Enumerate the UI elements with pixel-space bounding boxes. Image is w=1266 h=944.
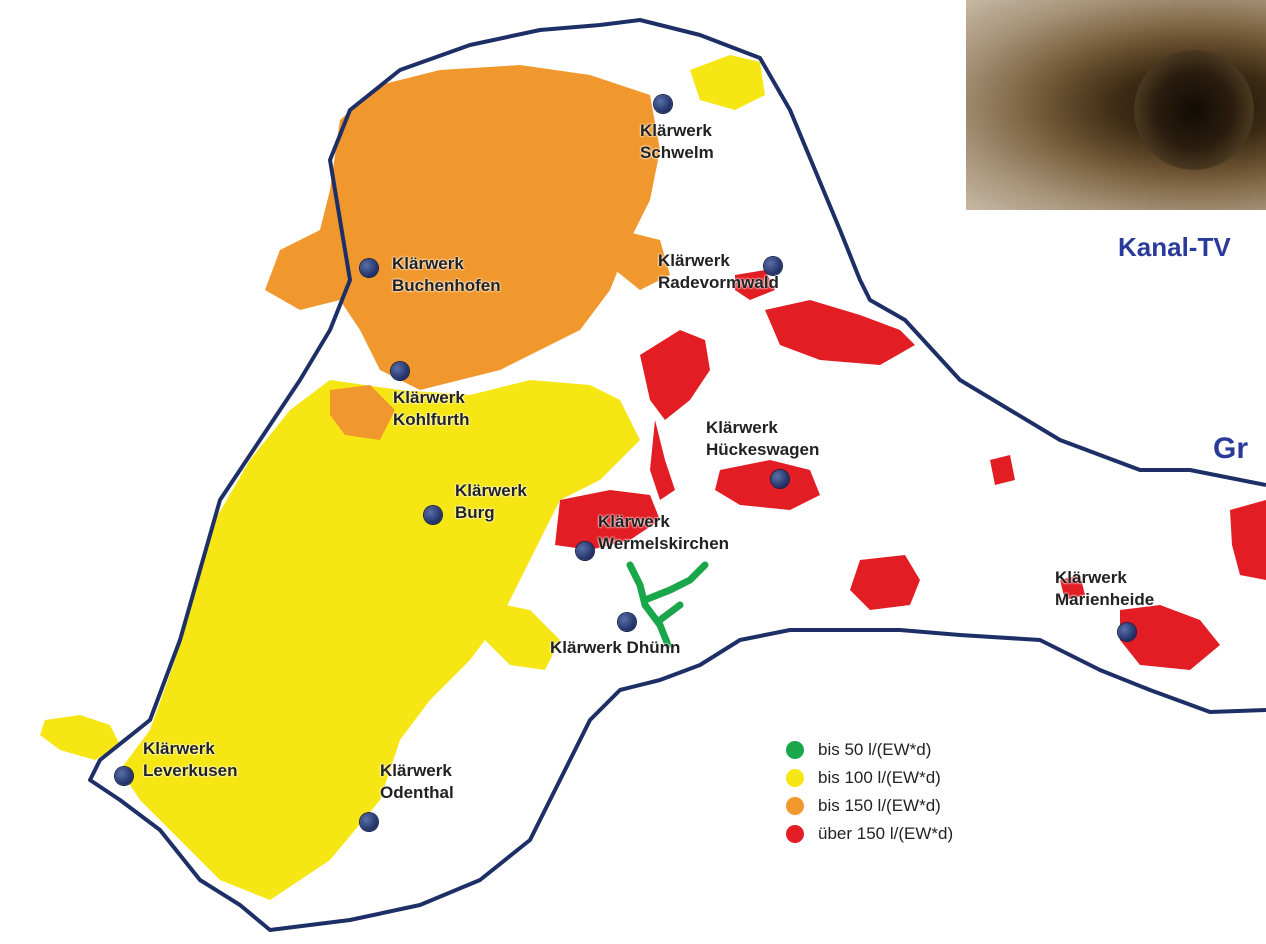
legend-item: bis 100 l/(EW*d) xyxy=(786,764,953,792)
plant-label-kohlfurth: Klärwerk Kohlfurth xyxy=(393,387,469,431)
plant-label-line: Klärwerk xyxy=(598,512,670,531)
legend-swatch-yellow xyxy=(786,769,804,787)
zone-bis-150 xyxy=(265,65,670,440)
plant-label-wermelskirchen: Klärwerk Wermelskirchen xyxy=(598,511,729,555)
legend-label: bis 50 l/(EW*d) xyxy=(818,740,932,759)
plant-label-dhuenn: Klärwerk Dhünn xyxy=(550,637,680,659)
plant-label-line: Buchenhofen xyxy=(392,276,501,295)
plant-marker-leverkusen[interactable] xyxy=(115,767,133,785)
side-heading: Gr xyxy=(1213,432,1249,465)
catchment-boundary xyxy=(88,18,1266,932)
plant-label-line: Radevormwald xyxy=(658,273,779,292)
legend-label: über 150 l/(EW*d) xyxy=(818,824,954,843)
plant-label-line: Klärwerk xyxy=(1055,568,1127,587)
plant-label-line: Klärwerk xyxy=(392,254,464,273)
plant-label-radevormwald: Klärwerk Radevormwald xyxy=(658,250,779,294)
plant-label-line: Odenthal xyxy=(380,783,454,802)
plant-label-line: Klärwerk xyxy=(640,121,712,140)
legend-swatch-red xyxy=(786,825,804,843)
plant-label-hueckeswagen: Klärwerk Hückeswagen xyxy=(706,417,819,461)
legend-item: bis 150 l/(EW*d) xyxy=(786,792,953,820)
plant-marker-burg[interactable] xyxy=(424,506,442,524)
plant-label-line: Klärwerk xyxy=(143,739,215,758)
plant-marker-dhuenn[interactable] xyxy=(618,613,636,631)
legend-item: bis 50 l/(EW*d) xyxy=(786,736,953,764)
plant-marker-schwelm[interactable] xyxy=(654,95,672,113)
plant-label-line: Marienheide xyxy=(1055,590,1155,609)
plant-label-line: Wermelskirchen xyxy=(598,534,730,553)
plant-label-line: Schwelm xyxy=(640,143,714,162)
legend-swatch-orange xyxy=(786,797,804,815)
plant-marker-wermelskirchen[interactable] xyxy=(576,542,594,560)
map-legend: bis 50 l/(EW*d) bis 100 l/(EW*d) bis 150… xyxy=(786,736,953,848)
legend-item: über 150 l/(EW*d) xyxy=(786,820,953,848)
plant-marker-hueckeswagen[interactable] xyxy=(771,470,789,488)
plant-label-line: Burg xyxy=(455,503,495,522)
plant-label-line: Klärwerk Dhünn xyxy=(550,638,681,657)
plant-marker-odenthal[interactable] xyxy=(360,813,378,831)
zone-ueber-150 xyxy=(555,270,1266,670)
sewer-pipe-photo xyxy=(966,0,1266,210)
plant-label-line: Leverkusen xyxy=(143,761,238,780)
plant-label-line: Klärwerk xyxy=(380,761,452,780)
legend-label: bis 100 l/(EW*d) xyxy=(818,768,941,787)
plant-marker-radevormwald[interactable] xyxy=(764,257,782,275)
plant-label-line: Klärwerk xyxy=(706,418,778,437)
plant-marker-kohlfurth[interactable] xyxy=(391,362,409,380)
zone-bis-50 xyxy=(626,561,709,649)
zone-bis-100 xyxy=(40,55,765,900)
plant-label-odenthal: Klärwerk Odenthal xyxy=(380,760,454,804)
photo-caption: Kanal-TV xyxy=(1118,232,1231,262)
plant-label-line: Klärwerk xyxy=(658,251,730,270)
plant-label-line: Hückeswagen xyxy=(706,440,820,459)
plant-label-buchenhofen: Klärwerk Buchenhofen xyxy=(392,253,501,297)
plant-label-leverkusen: Klärwerk Leverkusen xyxy=(143,738,238,782)
plant-label-line: Klärwerk xyxy=(393,388,465,407)
plant-label-line: Kohlfurth xyxy=(393,410,470,429)
plant-marker-buchenhofen[interactable] xyxy=(360,259,378,277)
plant-label-marienheide: Klärwerk Marienheide xyxy=(1055,567,1154,611)
legend-label: bis 150 l/(EW*d) xyxy=(818,796,941,815)
plant-label-schwelm: Klärwerk Schwelm xyxy=(640,120,714,164)
legend-swatch-green xyxy=(786,741,804,759)
plant-marker-marienheide[interactable] xyxy=(1118,623,1136,641)
plant-label-burg: Klärwerk Burg xyxy=(455,480,527,524)
plant-label-line: Klärwerk xyxy=(455,481,527,500)
